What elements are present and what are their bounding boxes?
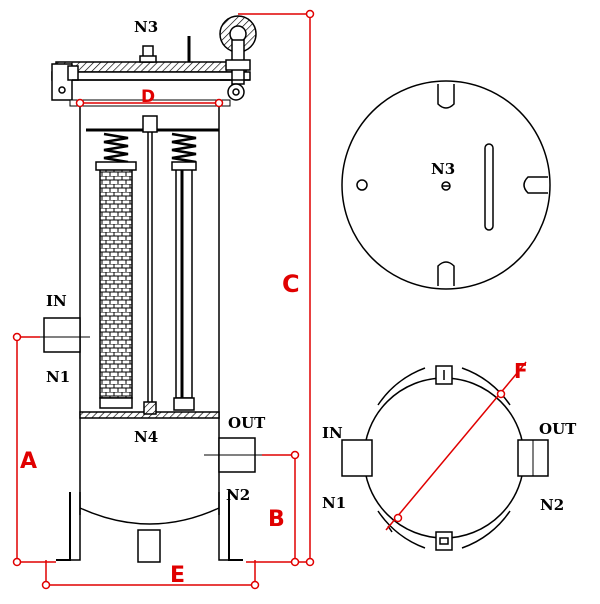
dim-line-f — [385, 361, 527, 531]
lid-clamp-left — [67, 65, 79, 81]
leg-left — [56, 492, 71, 561]
drain-nozzle — [137, 529, 161, 563]
label-n2-plan: N2 — [540, 496, 564, 514]
label-in-plan: IN — [322, 424, 343, 442]
dimension-lines — [12, 9, 315, 590]
dim-label-e: E — [170, 563, 185, 588]
lid-plan-view — [341, 80, 551, 290]
bottom-plan-view — [341, 365, 549, 551]
lid-hole — [356, 179, 368, 191]
side-elevation — [38, 15, 262, 563]
lid-slot — [484, 143, 494, 231]
label-n2-side: N2 — [226, 486, 250, 504]
lid-plate — [55, 61, 247, 73]
label-n3-top: N3 — [134, 18, 158, 36]
label-out-side: OUT — [228, 414, 266, 432]
lid-bolt-left — [58, 86, 66, 94]
shell-circle — [363, 377, 525, 539]
label-out-plan: OUT — [539, 420, 577, 438]
dished-bottom — [79, 507, 220, 525]
inlet-nozzle — [43, 317, 81, 353]
spring-left — [103, 132, 129, 168]
filter-rod-right — [175, 167, 193, 399]
swing-bolt-eye — [227, 83, 245, 101]
leg-lug-bottom — [435, 531, 453, 551]
dim-label-a: A — [20, 449, 37, 474]
filter-cartridge-left — [99, 167, 133, 399]
dim-label-d: D — [141, 87, 155, 107]
lid-ear-left — [51, 63, 73, 101]
lid-flange — [51, 71, 251, 81]
dim-label-b: B — [268, 507, 285, 532]
label-n3-lid: N3 — [431, 160, 455, 178]
label-n4: N4 — [134, 428, 158, 446]
inlet-nozzle-plan — [341, 439, 373, 477]
spring-right — [171, 132, 197, 168]
dim-label-c: C — [282, 270, 300, 298]
lid-circle — [341, 80, 551, 290]
label-n1-plan: N1 — [322, 494, 346, 512]
label-n1-side: N1 — [46, 368, 70, 386]
dim-label-f: F — [514, 359, 528, 383]
label-in-side: IN — [46, 292, 67, 310]
